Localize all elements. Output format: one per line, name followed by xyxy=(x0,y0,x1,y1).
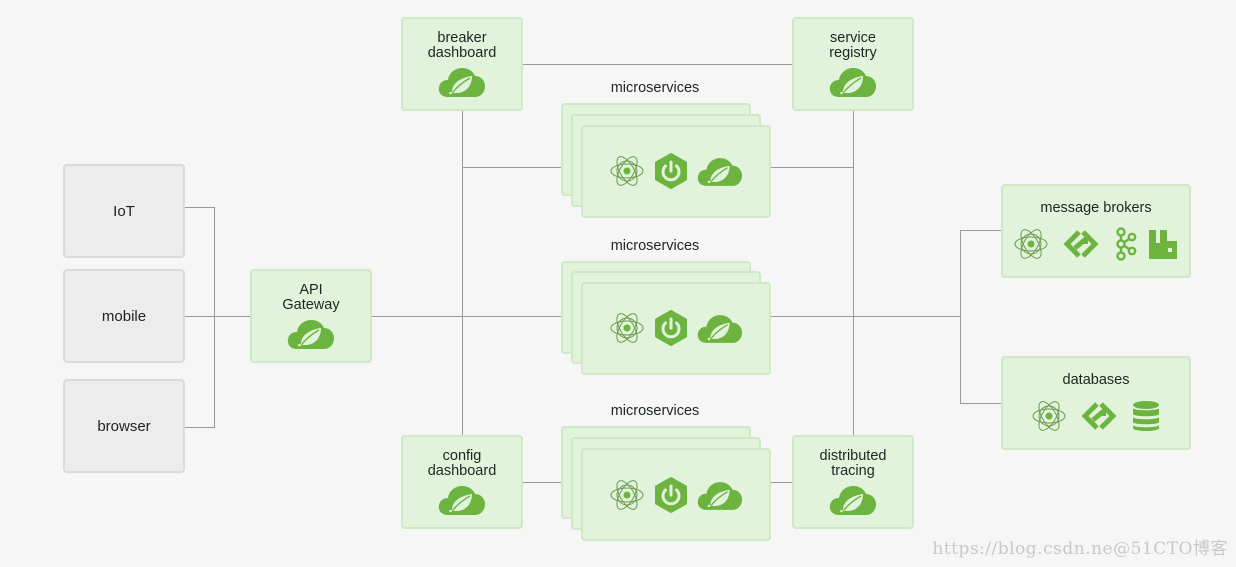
rabbitmq-icon xyxy=(1147,227,1179,261)
atom-icon xyxy=(1013,226,1049,262)
integration-icon xyxy=(1059,228,1103,260)
spring-cloud-icon xyxy=(829,483,877,517)
api-gateway-label-line1: API xyxy=(299,282,323,298)
api-gateway-label: API Gateway xyxy=(252,283,370,313)
connector-ms3-tracing xyxy=(771,482,792,483)
spring-cloud-icon xyxy=(697,312,743,345)
spring-cloud-icon xyxy=(438,65,486,99)
spring-cloud-icon xyxy=(697,155,743,188)
connector-right-bus xyxy=(853,110,854,435)
spring-cloud-icon xyxy=(697,479,743,512)
atom-icon xyxy=(1031,398,1067,434)
message-brokers-title: message brokers xyxy=(1040,200,1152,216)
config-dashboard-label-line2: dashboard xyxy=(427,463,497,479)
atom-icon xyxy=(609,153,645,189)
microservices-title: microservices xyxy=(610,403,700,419)
connector-left-bus xyxy=(462,110,463,435)
watermark: https://blog.csdn.ne@51CTO博客 xyxy=(932,539,1228,559)
database-icon xyxy=(1131,400,1161,432)
breaker-dashboard-label-line1: breaker xyxy=(437,30,487,46)
microservices-title: microservices xyxy=(610,80,700,96)
connector-brokers xyxy=(960,230,1002,231)
connector-iot xyxy=(184,207,214,208)
connector-stores-bus xyxy=(960,230,961,404)
kafka-icon xyxy=(1113,226,1137,262)
connector-gateway-main xyxy=(371,316,581,317)
client-browser[interactable]: browser xyxy=(63,379,185,473)
connector-mobile-gateway xyxy=(184,316,250,317)
config-dashboard[interactable]: config dashboard xyxy=(401,435,523,529)
connector-databases xyxy=(960,403,1002,404)
service-registry-label-line2: registry xyxy=(829,45,877,61)
spring-cloud-icon xyxy=(438,483,486,517)
spring-boot-icon xyxy=(653,477,689,513)
api-gateway[interactable]: API Gateway xyxy=(250,269,372,363)
breaker-dashboard-label: breaker dashboard xyxy=(403,31,521,61)
client-iot[interactable]: IoT xyxy=(63,164,185,258)
service-registry-label: service registry xyxy=(794,31,912,61)
service-registry-label-line1: service xyxy=(830,30,876,46)
connector-ms1-right xyxy=(771,167,853,168)
client-mobile-label: mobile xyxy=(101,307,147,325)
connector-clients-bus xyxy=(214,207,215,428)
client-iot-label: IoT xyxy=(113,202,135,220)
distributed-tracing-label-line1: distributed xyxy=(819,448,887,464)
atom-icon xyxy=(609,310,645,346)
distributed-tracing-label-line2: tracing xyxy=(831,463,875,479)
distributed-tracing-label: distributed tracing xyxy=(794,449,912,479)
client-browser-label: browser xyxy=(97,417,151,435)
config-dashboard-label-line1: config xyxy=(442,448,482,464)
spring-boot-icon xyxy=(653,310,689,346)
service-registry[interactable]: service registry xyxy=(792,17,914,111)
microservices-title: microservices xyxy=(610,238,700,254)
message-brokers[interactable]: message brokers xyxy=(1001,184,1191,278)
integration-icon xyxy=(1077,400,1121,432)
distributed-tracing[interactable]: distributed tracing xyxy=(792,435,914,529)
spring-cloud-icon xyxy=(287,317,335,351)
client-mobile[interactable]: mobile xyxy=(63,269,185,363)
breaker-dashboard-label-line2: dashboard xyxy=(427,45,497,61)
breaker-dashboard[interactable]: breaker dashboard xyxy=(401,17,523,111)
databases-title: databases xyxy=(1062,372,1130,388)
connector-breaker-registry xyxy=(522,64,792,65)
config-dashboard-label: config dashboard xyxy=(403,449,521,479)
connector-bus-ms1 xyxy=(462,167,561,168)
spring-cloud-icon xyxy=(829,65,877,99)
connector-config-ms3 xyxy=(522,482,561,483)
spring-boot-icon xyxy=(653,153,689,189)
databases[interactable]: databases xyxy=(1001,356,1191,450)
connector-ms2-right xyxy=(771,316,960,317)
atom-icon xyxy=(609,477,645,513)
api-gateway-label-line2: Gateway xyxy=(282,297,340,313)
connector-browser xyxy=(184,427,214,428)
